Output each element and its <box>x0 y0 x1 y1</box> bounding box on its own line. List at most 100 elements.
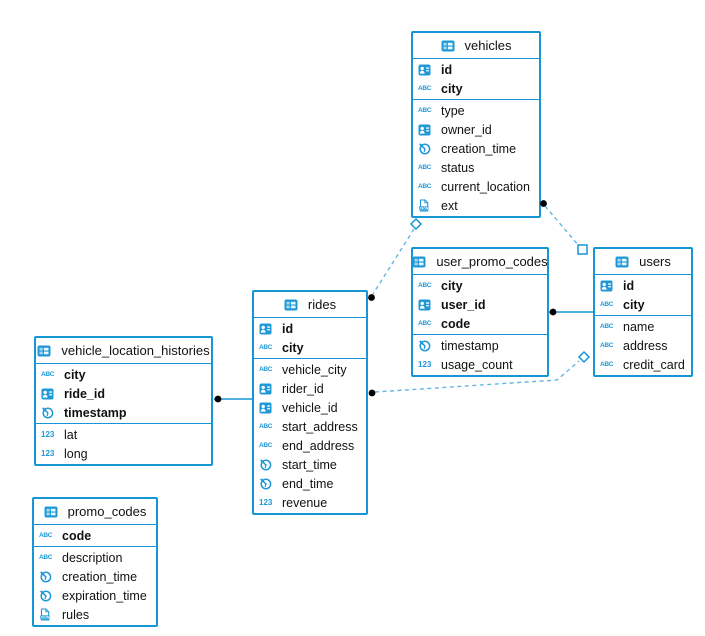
table-vehicle_location_histories[interactable]: vehicle_location_histories ABC city ride… <box>34 336 213 466</box>
user_promo_codes-column-code[interactable]: ABC code <box>418 316 471 331</box>
user_promo_codes-column-user_id[interactable]: user_id <box>413 295 547 314</box>
table-header[interactable]: rides <box>254 292 366 318</box>
vehicles-column-id[interactable]: id <box>413 60 539 79</box>
rides-column-revenue[interactable]: 123 revenue <box>259 495 328 510</box>
table-header[interactable]: users <box>595 249 691 275</box>
vehicle_location_histories-column-lat[interactable]: 123 lat <box>41 427 78 442</box>
relationship-line[interactable] <box>544 205 580 247</box>
columns-section: timestamp 123 usage_count <box>413 335 547 375</box>
json-icon: JSON <box>418 199 437 212</box>
promo_codes-column-description[interactable]: ABC description <box>39 550 123 565</box>
abc-text-icon: ABC <box>39 532 53 539</box>
vehicles-column-current_location[interactable]: ABC current_location <box>418 179 530 194</box>
table-header[interactable]: vehicles <box>413 33 539 59</box>
id-badge-icon <box>41 388 60 400</box>
abc-text-icon: ABC <box>418 85 432 92</box>
users-column-credit_card[interactable]: ABC credit_card <box>600 357 685 372</box>
rides-column-vehicle_id[interactable]: vehicle_id <box>254 398 366 417</box>
columns-section: ABC vehicle_city rider_id vehicle_id ABC… <box>254 359 366 513</box>
vehicle_location_histories-column-city[interactable]: ABC city <box>41 367 86 382</box>
users-column-address[interactable]: ABC address <box>600 338 668 353</box>
rides-column-end_time[interactable]: end_time <box>254 474 366 493</box>
rides-column-id[interactable]: id <box>254 319 366 338</box>
relationship-user_promo_codes-users[interactable] <box>549 308 593 316</box>
relationship-vehicle_location_histories-rides[interactable] <box>214 395 252 403</box>
users-column-id[interactable]: id <box>595 276 691 295</box>
primary-key-section: ABC city user_id ABC code <box>413 275 547 335</box>
relationship-vehicles-users[interactable] <box>540 200 588 255</box>
abc-text-icon: ABC <box>418 282 432 289</box>
promo_codes-column-code[interactable]: ABC code <box>39 528 92 543</box>
vehicles-column-owner_id[interactable]: owner_id <box>413 120 539 139</box>
rides-column-end_address[interactable]: ABC end_address <box>259 438 355 453</box>
table-header[interactable]: user_promo_codes <box>412 249 548 275</box>
vehicles-column-ext[interactable]: JSON ext <box>418 198 458 213</box>
vehicles-column-type[interactable]: ABC type <box>418 103 465 118</box>
abc-text-icon: ABC <box>600 323 614 330</box>
id-badge-icon <box>418 299 437 311</box>
numeric-icon: 123 <box>41 449 55 458</box>
vehicles-column-creation_time[interactable]: creation_time <box>413 139 539 158</box>
id-badge-icon <box>418 64 437 76</box>
promo_codes-column-expiration_time[interactable]: expiration_time <box>34 586 156 605</box>
rides-column-vehicle_city[interactable]: ABC vehicle_city <box>259 362 347 377</box>
abc-text-icon: ABC <box>259 344 273 351</box>
connector-dot <box>368 389 376 397</box>
users-column-city[interactable]: ABC city <box>600 297 645 312</box>
table-icon <box>615 256 634 268</box>
diamond-marker <box>577 350 591 364</box>
promo_codes-column-creation_time[interactable]: creation_time <box>34 567 156 586</box>
table-icon <box>441 40 460 52</box>
clock-icon <box>418 142 437 155</box>
id-badge-icon <box>259 402 278 414</box>
columns-section: ABC name ABC address ABC credit_card <box>595 316 691 375</box>
vehicle_location_histories-column-timestamp[interactable]: timestamp <box>36 403 211 422</box>
numeric-icon: 123 <box>418 360 432 369</box>
table-icon <box>37 345 56 357</box>
abc-text-icon: ABC <box>418 320 432 327</box>
table-header[interactable]: promo_codes <box>34 499 156 525</box>
abc-text-icon: ABC <box>259 423 273 430</box>
table-vehicles[interactable]: vehicles id ABC city ABC type owner_id c… <box>411 31 541 218</box>
clock-icon <box>39 589 58 602</box>
user_promo_codes-column-city[interactable]: ABC city <box>418 278 463 293</box>
square-marker <box>577 244 588 255</box>
table-name: users <box>639 254 671 269</box>
vehicle_location_histories-column-long[interactable]: 123 long <box>41 446 88 461</box>
table-header[interactable]: vehicle_location_histories <box>36 338 211 364</box>
rides-column-rider_id[interactable]: rider_id <box>254 379 366 398</box>
primary-key-section: id ABC city <box>254 318 366 359</box>
table-rides[interactable]: rides id ABC city ABC vehicle_city rider… <box>252 290 368 515</box>
user_promo_codes-column-usage_count[interactable]: 123 usage_count <box>418 357 513 372</box>
clock-icon <box>259 458 278 471</box>
svg-text:JSON: JSON <box>40 616 50 620</box>
rides-column-start_address[interactable]: ABC start_address <box>259 419 358 434</box>
abc-text-icon: ABC <box>259 366 273 373</box>
table-users[interactable]: users id ABC city ABC name ABC address A… <box>593 247 693 377</box>
users-column-name[interactable]: ABC name <box>600 319 655 334</box>
vehicles-column-city[interactable]: ABC city <box>418 81 463 96</box>
table-user_promo_codes[interactable]: user_promo_codes ABC city user_id ABC co… <box>411 247 549 377</box>
abc-text-icon: ABC <box>600 301 614 308</box>
diamond-marker <box>409 217 423 231</box>
connector-dot <box>540 200 547 207</box>
primary-key-section: ABC code <box>34 525 156 547</box>
vehicle_location_histories-column-ride_id[interactable]: ride_id <box>36 384 211 403</box>
abc-text-icon: ABC <box>418 183 432 190</box>
columns-section: 123 lat 123 long <box>36 424 211 464</box>
table-promo_codes[interactable]: promo_codes ABC code ABC description cre… <box>32 497 158 627</box>
promo_codes-column-rules[interactable]: JSON rules <box>40 607 90 622</box>
table-name: promo_codes <box>67 504 147 519</box>
abc-text-icon: ABC <box>41 371 55 378</box>
clock-icon <box>41 406 60 419</box>
primary-key-section: id ABC city <box>413 59 539 100</box>
relationship-line[interactable] <box>372 228 415 295</box>
vehicles-column-status[interactable]: ABC status <box>418 160 475 175</box>
rides-column-start_time[interactable]: start_time <box>254 455 366 474</box>
abc-text-icon: ABC <box>418 107 432 114</box>
abc-text-icon: ABC <box>600 361 614 368</box>
user_promo_codes-column-timestamp[interactable]: timestamp <box>413 336 547 355</box>
columns-section: ABC type owner_id creation_time ABC stat… <box>413 100 539 216</box>
rides-column-city[interactable]: ABC city <box>259 340 304 355</box>
